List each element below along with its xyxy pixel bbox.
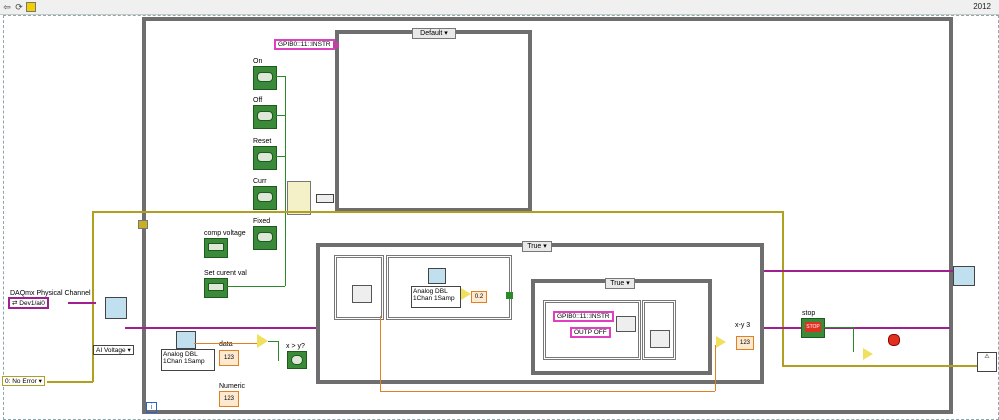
wire-on <box>275 76 285 77</box>
control-set-current[interactable] <box>204 278 228 298</box>
visa-resource-top[interactable]: GPIB0::11::INSTR <box>274 39 335 50</box>
wire-reset <box>275 156 285 157</box>
error-tunnel <box>138 220 148 229</box>
wire-data <box>194 343 258 344</box>
visa-write-icon[interactable] <box>616 316 636 332</box>
wait-timer-icon[interactable] <box>352 285 372 303</box>
run-continuous-icon[interactable]: ⟳ <box>15 2 23 12</box>
button-curr[interactable] <box>253 186 277 210</box>
wire-set-current <box>226 286 285 287</box>
ai-voltage-selector[interactable]: AI Voltage ▾ <box>93 345 134 355</box>
wire-bus <box>285 76 286 286</box>
stop-button[interactable]: STOP <box>801 318 825 338</box>
wire-stop <box>823 327 853 328</box>
run-arrow-icon[interactable]: ⇦ <box>3 2 11 12</box>
button-fixed[interactable] <box>253 226 277 250</box>
label-off: Off <box>253 97 263 104</box>
tunnel-visa <box>333 42 339 48</box>
case-selector-true[interactable]: True ▾ <box>522 241 552 252</box>
wire-compare <box>268 341 278 342</box>
wire-error-in <box>47 381 93 383</box>
outp-off-constant[interactable]: OUTP OFF <box>570 327 611 338</box>
info-icon: i <box>146 402 157 413</box>
wire-orange-up <box>715 345 716 391</box>
daqmx-clear-vi[interactable] <box>953 266 975 286</box>
case-selector-nested-true[interactable]: True ▾ <box>605 278 635 289</box>
or-node[interactable] <box>863 348 873 360</box>
constant-02[interactable]: 0.2 <box>471 291 487 303</box>
analog-dbl-selector-inner[interactable]: Analog DBL 1Chan 1Samp <box>411 286 461 308</box>
wire-compare-down <box>278 341 279 361</box>
daqmx-create-channel-vi[interactable] <box>105 297 127 319</box>
label-curr: Curr <box>253 178 267 185</box>
x-gt-y-indicator <box>287 351 307 369</box>
daqmx-read-inner-vi[interactable] <box>428 268 446 284</box>
error-wire-vertical <box>92 211 94 382</box>
visa-resource-inner[interactable]: GPIB0::11::INSTR <box>553 311 614 322</box>
wire-off <box>275 115 285 116</box>
label-stop: stop <box>802 310 816 317</box>
stop-terminal-icon <box>888 334 900 346</box>
wire-orange-h <box>380 391 715 392</box>
toolbar: ⇦ ⟳ 2012 <box>0 0 999 15</box>
label-on: On <box>253 58 263 65</box>
numeric-control[interactable]: 123 <box>219 391 239 407</box>
label-numeric: Numeric <box>219 383 246 390</box>
label-xy3: x-y 3 <box>735 322 751 329</box>
wire-stop-down <box>853 327 854 352</box>
error-wire-right <box>782 211 784 366</box>
daqmx-channel-control[interactable]: ⇄ Dev1/ai0 <box>8 297 49 309</box>
label-data: data <box>219 341 233 348</box>
error-in-control[interactable]: 0: No Error ▾ <box>2 376 45 386</box>
daqmx-read-vi[interactable] <box>176 331 196 349</box>
case-selector-default[interactable]: Default ▾ <box>412 28 456 39</box>
label-set-current: Set curent val <box>204 270 247 277</box>
tunnel-green <box>506 292 513 299</box>
label-daqmx-channel: DAQmx Physical Channel <box>10 290 91 297</box>
build-array-node[interactable] <box>287 181 311 215</box>
error-wire-top <box>92 211 782 213</box>
button-on[interactable] <box>253 66 277 90</box>
greater-than-xy3[interactable] <box>716 336 726 348</box>
label-x-gt-y: x > y? <box>286 343 305 350</box>
case-structure-top[interactable] <box>335 30 532 212</box>
wire-channel <box>68 302 96 304</box>
control-comp-voltage[interactable] <box>204 238 228 258</box>
xy3-indicator: 123 <box>736 336 754 350</box>
analog-dbl-selector-left[interactable]: Analog DBL 1Chan 1Samp <box>161 349 215 371</box>
label-reset: Reset <box>253 138 272 145</box>
greater-than-inner[interactable] <box>461 288 471 300</box>
error-out-indicator: ⚠ <box>977 352 997 372</box>
label-comp-voltage: comp voltage <box>204 230 246 237</box>
version-year: 2012 <box>973 2 991 11</box>
wait-timer-icon-2[interactable] <box>650 330 670 348</box>
button-off[interactable] <box>253 105 277 129</box>
data-indicator: 123 <box>219 350 239 366</box>
convert-node[interactable] <box>316 194 334 203</box>
error-wire-out <box>782 365 977 367</box>
wire-orange-v <box>380 316 381 392</box>
highlight-icon[interactable] <box>26 2 36 12</box>
greater-than-node[interactable] <box>257 334 268 348</box>
label-fixed: Fixed <box>253 218 271 225</box>
button-reset[interactable] <box>253 146 277 170</box>
